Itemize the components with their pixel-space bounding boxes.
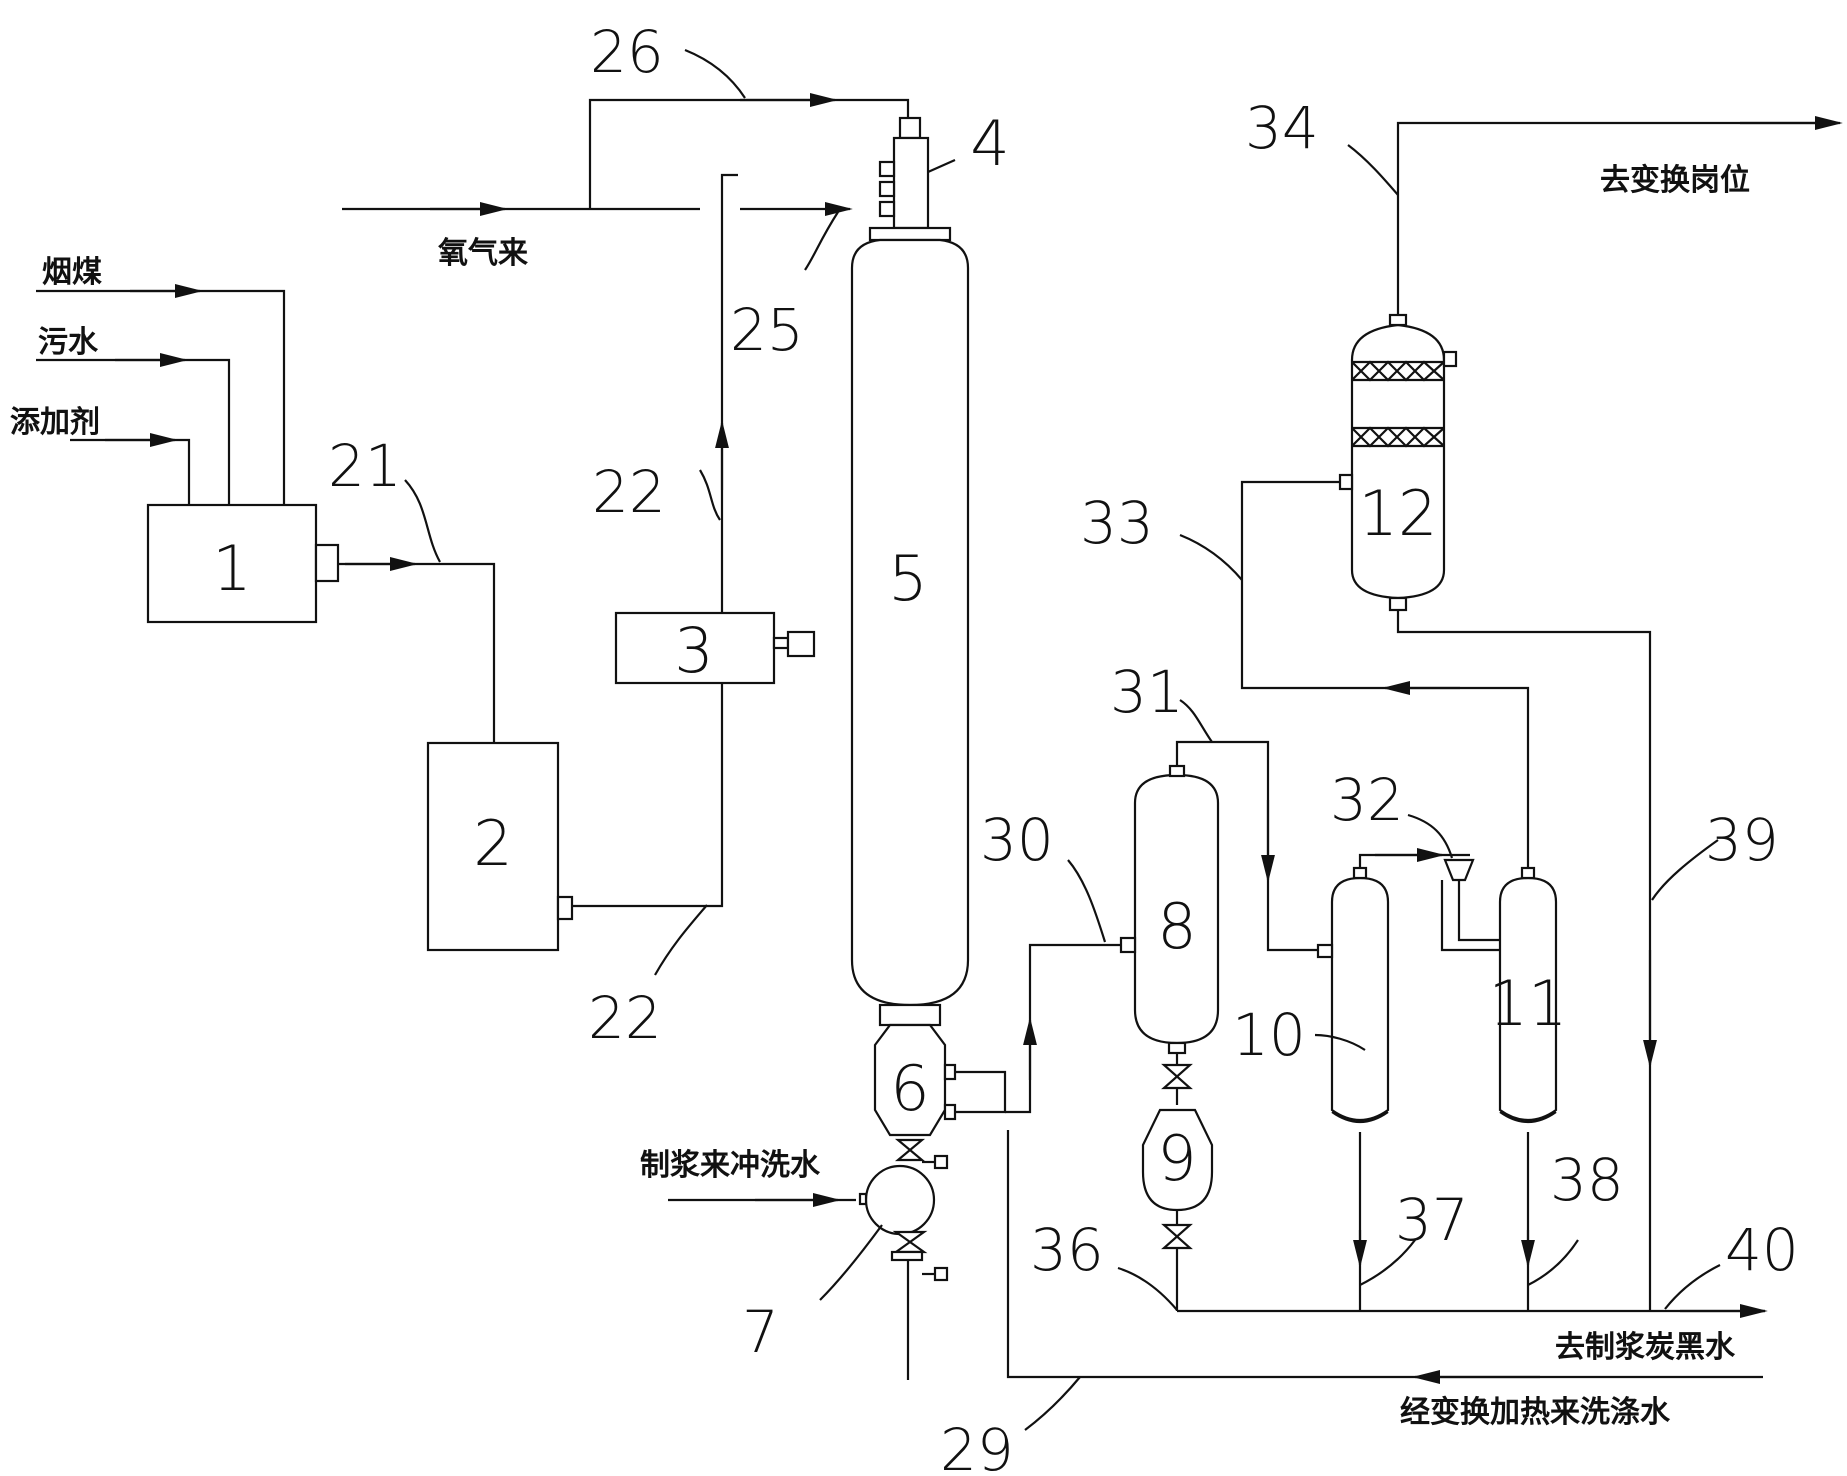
line-33 [1240, 480, 1530, 868]
ref-25: 25 [730, 296, 804, 364]
equipment-10-separator: 10 [1232, 866, 1390, 1311]
ref-34: 34 [1245, 94, 1319, 162]
equipment-1-tank: 1 [146, 503, 340, 624]
additive-label: 添加剂 [10, 405, 100, 440]
equipment-12-scrubber: 12 [1338, 313, 1458, 612]
ref-33: 33 [1080, 489, 1154, 557]
equipment-1-label: 1 [212, 532, 251, 605]
equipment-8-label: 8 [1157, 890, 1196, 963]
line-31 [1175, 740, 1318, 952]
flush-water-label: 制浆来冲洗水 [640, 1148, 821, 1183]
ref-38: 38 [1550, 1146, 1624, 1214]
ref-21: 21 [328, 432, 402, 500]
line-26 [588, 98, 910, 209]
equipment-7-lockhopper: 7 [742, 1164, 949, 1380]
ref-22-upper: 22 [592, 458, 666, 526]
ref-29: 29 [940, 1416, 1014, 1476]
equipment-3-label: 3 [674, 614, 713, 687]
equipment-4-burner: 4 [868, 107, 1010, 242]
additive-feed-line [70, 438, 191, 505]
line-30 [1005, 943, 1120, 1114]
coal-label: 烟煤 [42, 255, 102, 290]
ref-31: 31 [1110, 658, 1184, 726]
wash-water-label: 经变换加热来洗涤水 [1400, 1395, 1671, 1430]
ref-10: 10 [1232, 1001, 1306, 1069]
ref-39: 39 [1705, 806, 1779, 874]
line-21 [338, 562, 496, 743]
ref-7: 7 [742, 1298, 779, 1366]
equipment-9-hopper: 9 [1141, 1108, 1214, 1212]
ref-40: 40 [1725, 1216, 1799, 1284]
oxygen-label: 氧气来 [438, 236, 528, 271]
line-22 [572, 173, 738, 908]
to-shift-label: 去变换岗位 [1600, 163, 1750, 198]
equipment-11-label: 11 [1489, 967, 1568, 1040]
equipment-12-label: 12 [1359, 477, 1438, 550]
equipment-3-pump: 3 [614, 611, 816, 687]
equipment-6-quench: 6 [873, 1023, 957, 1137]
ref-22-lower: 22 [588, 984, 662, 1052]
ref-26: 26 [590, 18, 664, 86]
equipment-11-separator: 11 [1489, 866, 1568, 1311]
coal-feed-line [36, 289, 286, 505]
equipment-8-flash: 8 [1119, 764, 1220, 1055]
equipment-5-label: 5 [888, 542, 927, 615]
equipment-2-tank: 2 [426, 741, 574, 952]
equipment-6-label: 6 [890, 1052, 929, 1125]
line-6-outlet [955, 1070, 1007, 1114]
ref-36: 36 [1030, 1216, 1104, 1284]
equipment-9-label: 9 [1157, 1122, 1196, 1195]
equipment-5-gasifier: 5 [850, 238, 970, 1027]
ref-32: 32 [1330, 766, 1404, 834]
ref-30: 30 [980, 806, 1054, 874]
to-slurry-label: 去制浆炭黑水 [1555, 1330, 1736, 1365]
line-34 [1396, 121, 1835, 315]
sewage-label: 污水 [38, 325, 99, 360]
equipment-2-label: 2 [473, 807, 512, 880]
equipment-4-label: 4 [970, 107, 1009, 180]
sewage-feed-line [36, 358, 231, 505]
ref-37: 37 [1395, 1186, 1469, 1254]
